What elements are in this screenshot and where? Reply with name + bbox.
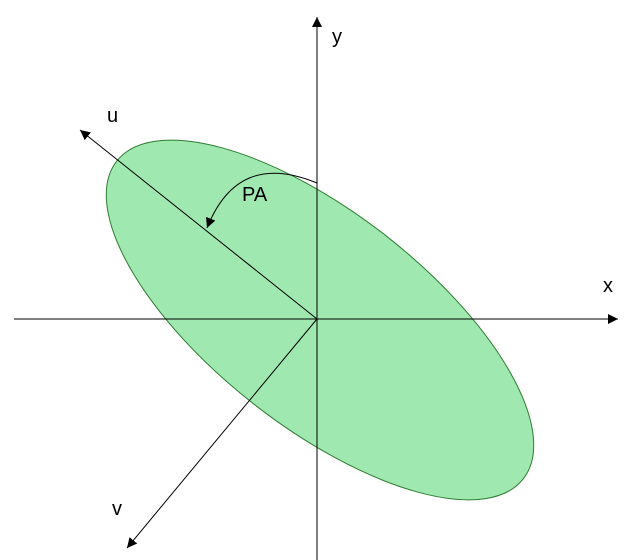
position-angle-arc	[206, 172, 318, 229]
v-axis-line	[126, 318, 318, 549]
y-axis-label: y	[332, 26, 342, 48]
position-angle-label: PA	[242, 184, 268, 206]
ellipse	[105, 139, 535, 501]
v-axis-label: v	[112, 498, 122, 520]
u-axis-label: u	[107, 105, 118, 127]
x-axis-label: x	[603, 275, 613, 297]
u-axis-line	[79, 129, 318, 320]
